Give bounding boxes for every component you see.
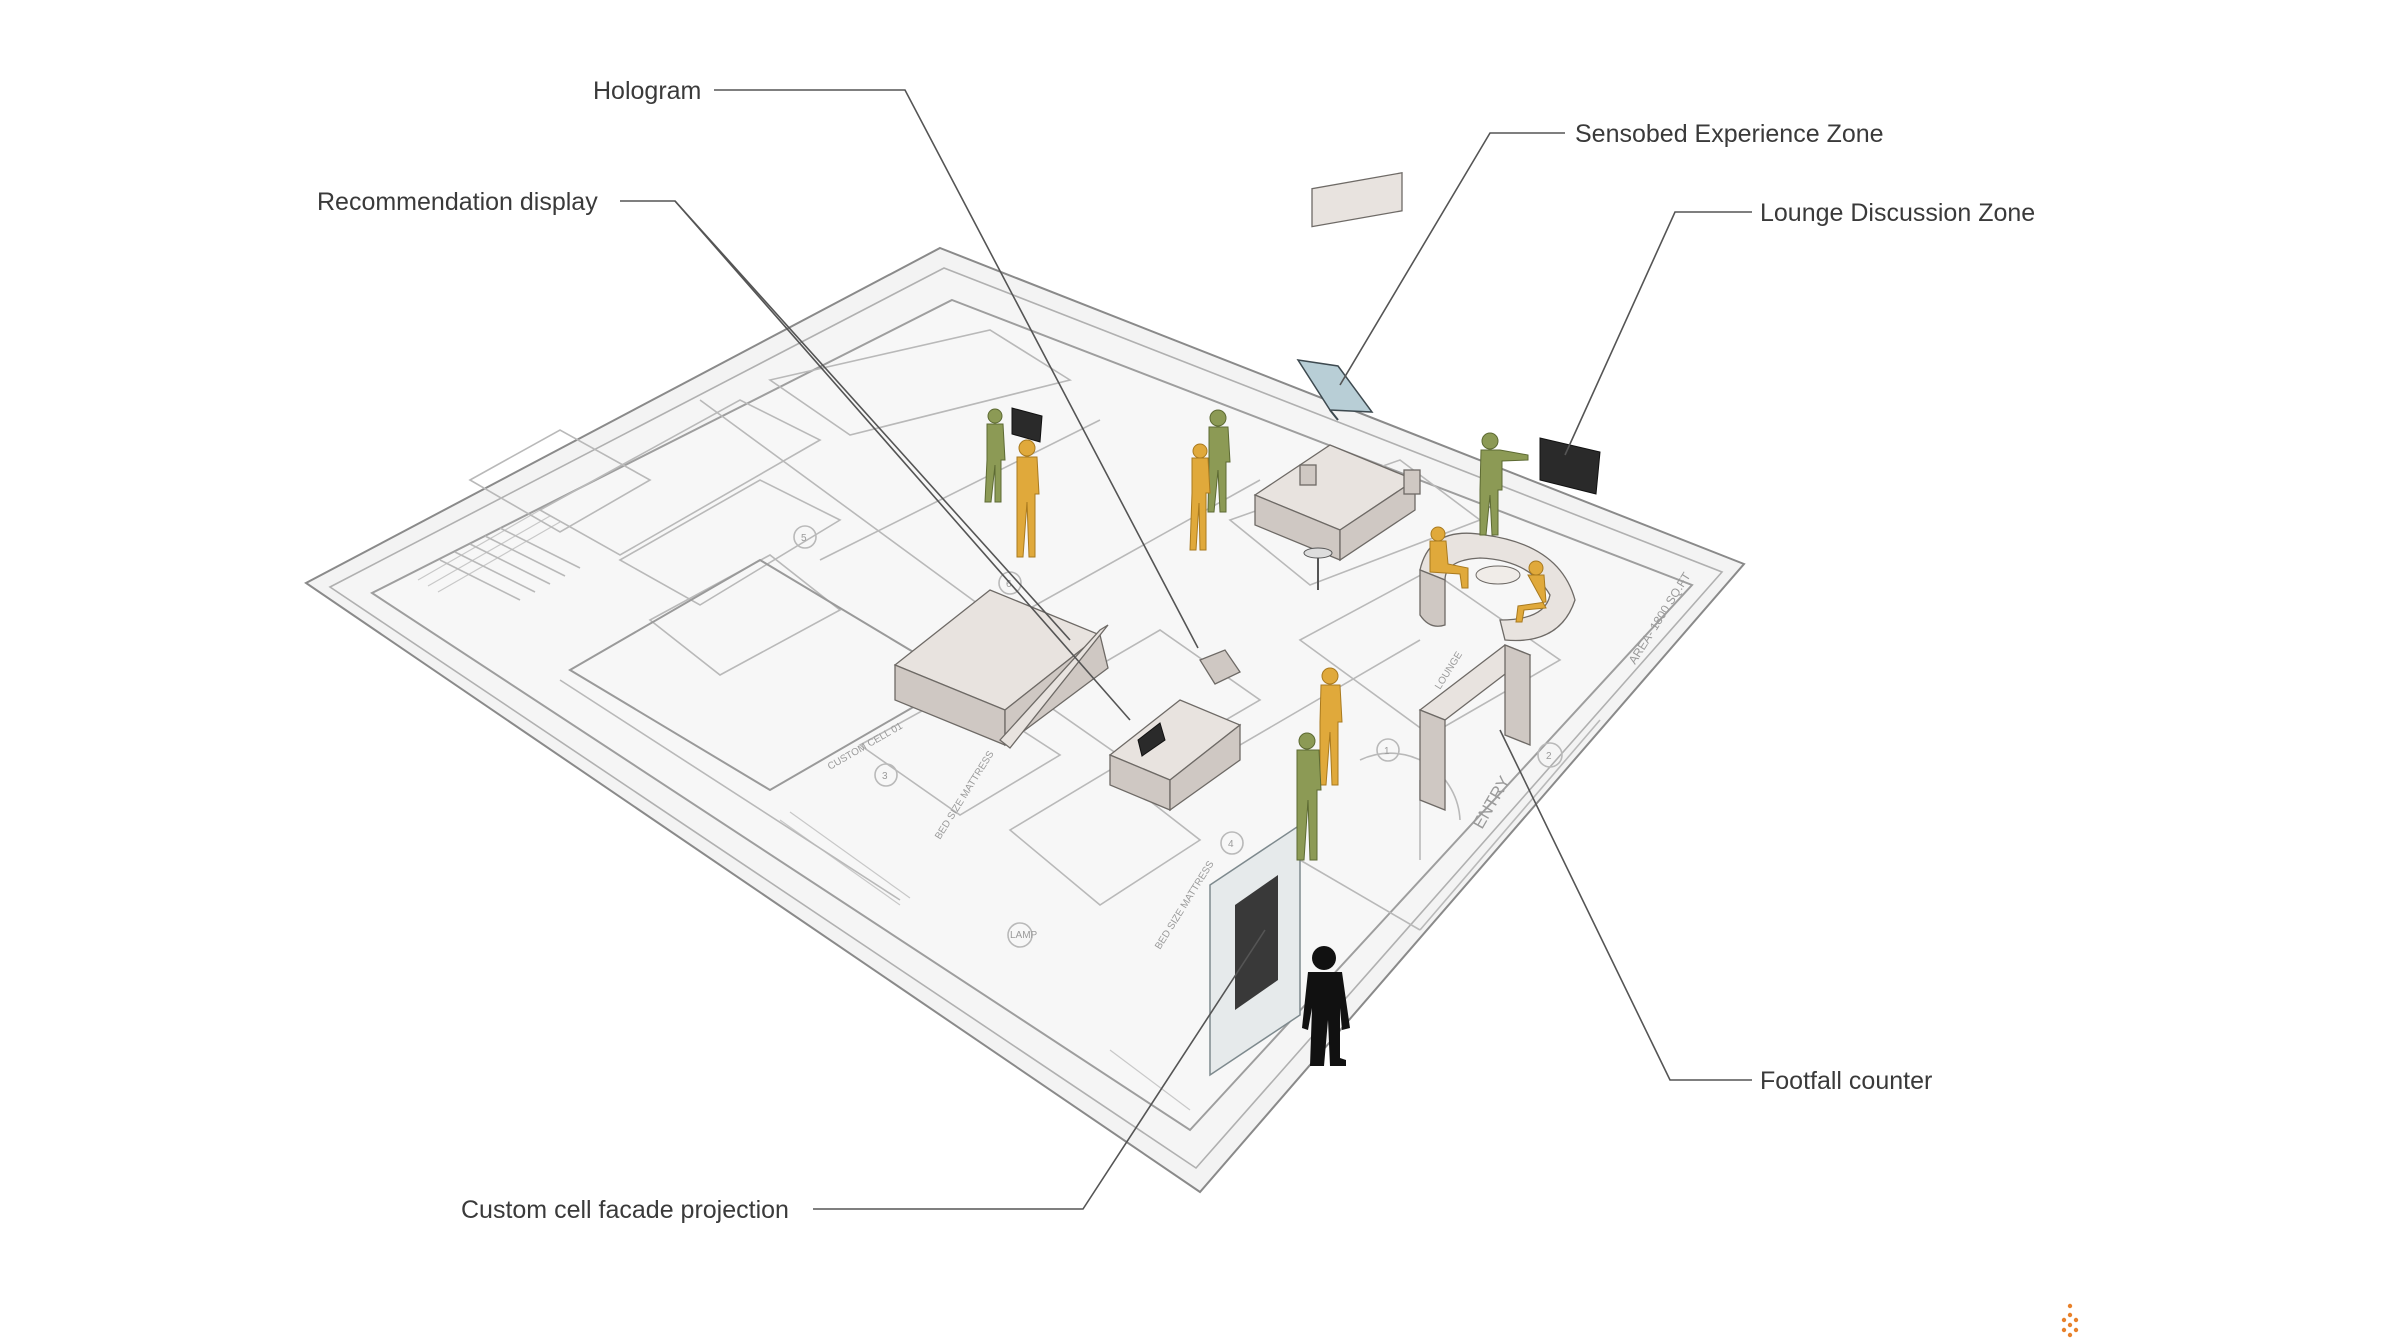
lounge-screen xyxy=(1539,437,1601,495)
callout-custom-cell-facade-projection: Custom cell facade projection xyxy=(461,1196,789,1224)
person-figure xyxy=(1207,409,1231,513)
callout-footfall-counter: Footfall counter xyxy=(1760,1067,1932,1095)
zone-marker-4: 4 xyxy=(1228,839,1234,850)
person-figure xyxy=(984,408,1006,503)
zone-marker-6: 6 xyxy=(1006,579,1012,590)
leader-lines xyxy=(620,89,1752,1210)
central-bed xyxy=(893,589,1109,749)
person-figure xyxy=(1296,732,1322,861)
person-figure xyxy=(1016,439,1040,558)
zone-marker-2: 2 xyxy=(1546,751,1552,762)
zone-marker-5: 5 xyxy=(801,533,807,544)
person-figure xyxy=(1479,432,1529,536)
lounge-sofa xyxy=(1419,532,1576,642)
figures xyxy=(984,408,1547,1066)
plan-linework: 5 6 3 4 1 2 LAMP ENTRY AREA- 1800 SQ.FT … xyxy=(417,329,1694,1111)
callout-sensobed-experience-zone: Sensobed Experience Zone xyxy=(1575,120,1884,148)
person-figure xyxy=(1515,560,1547,623)
person-figure xyxy=(1429,526,1469,589)
stair-lines xyxy=(439,527,581,601)
zone-marker-3: 3 xyxy=(882,771,888,782)
callout-hologram: Hologram xyxy=(593,77,701,105)
hologram-panel xyxy=(1296,359,1374,421)
person-silhouette xyxy=(1302,946,1350,1066)
person-figure xyxy=(1189,443,1211,551)
callout-recommendation-display: Recommendation display xyxy=(317,188,598,216)
recommendation-desk xyxy=(1108,649,1242,812)
footfall-counter-gate xyxy=(1418,644,1532,811)
sensobed-bed xyxy=(1253,172,1421,590)
logo-mark xyxy=(2061,1303,2079,1338)
lamp-label: LAMP xyxy=(1010,930,1038,941)
zone-marker-1: 1 xyxy=(1384,746,1390,757)
wall-screen-left xyxy=(1011,407,1043,443)
wall-hatching xyxy=(417,509,1191,1111)
callouts: Hologram Recommendation display Sensobed… xyxy=(317,77,2035,1224)
callout-lounge-discussion-zone: Lounge Discussion Zone xyxy=(1760,199,2035,227)
